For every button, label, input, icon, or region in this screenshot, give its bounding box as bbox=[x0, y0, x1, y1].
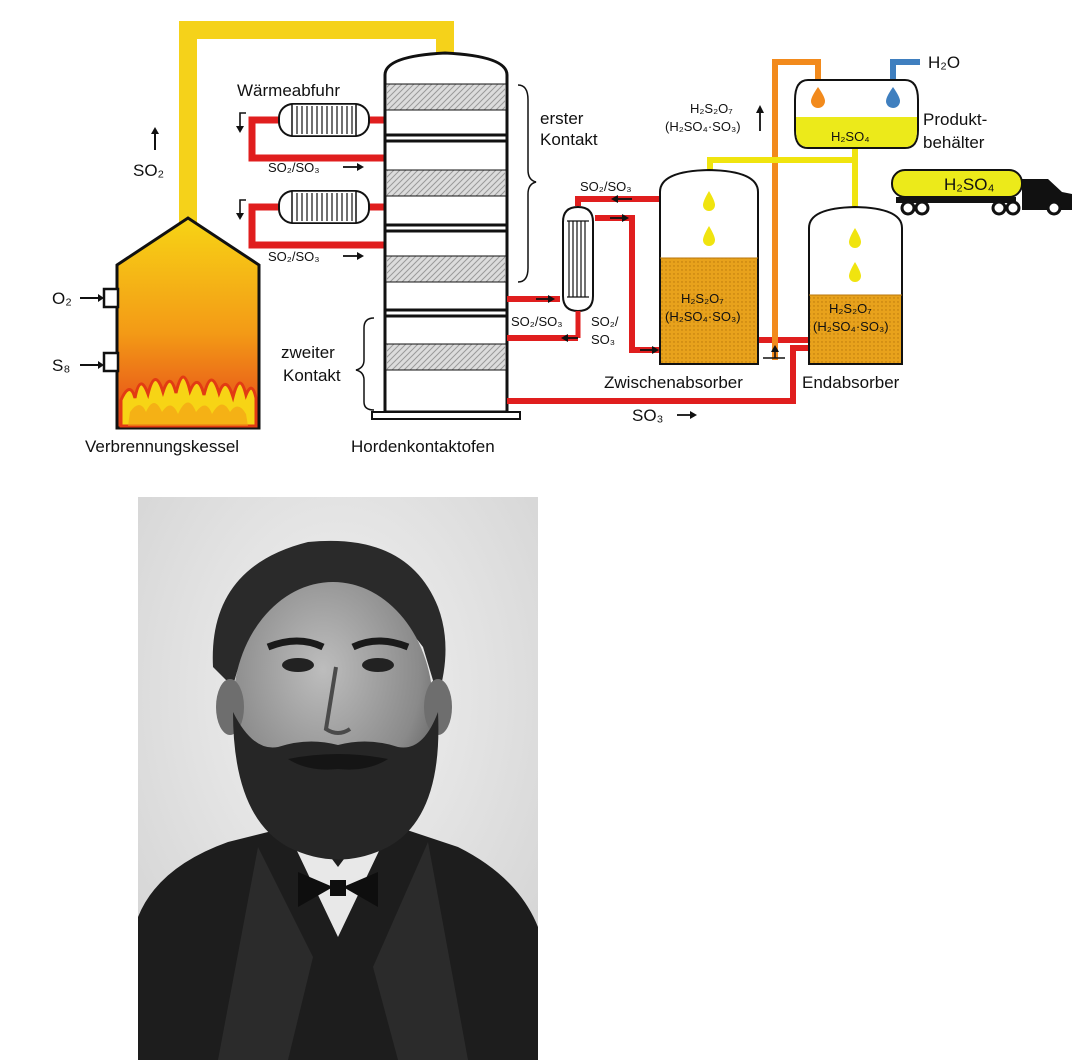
truck-label: H₂SO₄ bbox=[944, 175, 994, 194]
intermediate-absorber bbox=[659, 168, 759, 365]
product-tank-label: Produkt- bbox=[923, 110, 987, 129]
gas-label-lower: SO₂/SO₃ bbox=[268, 249, 320, 264]
so3-label: SO₃ bbox=[632, 406, 664, 425]
heat-exchanger-upper bbox=[248, 103, 385, 162]
water-label: H₂O bbox=[928, 53, 960, 72]
contact-tower bbox=[371, 51, 521, 420]
intermediate-absorber-label: Zwischenabsorber bbox=[604, 373, 743, 392]
oleum-label: H₂S₂O₇ bbox=[681, 291, 724, 306]
gas-label-left: SO₂/SO₃ bbox=[511, 314, 563, 329]
gas-label-top: SO₂/SO₃ bbox=[580, 179, 632, 194]
loop-arrow-icon bbox=[236, 112, 364, 260]
contact-process-diagram: O₂ S₈ SO₂ Verbrennungskessel bbox=[52, 21, 1072, 456]
gas-label-upper: SO₂/SO₃ bbox=[268, 160, 320, 175]
oleum-up-arrow bbox=[756, 105, 764, 131]
oleum-pipe bbox=[772, 59, 821, 360]
so2-label: SO₂ bbox=[133, 161, 164, 180]
o2-inlet-arrow bbox=[80, 294, 104, 302]
boiler bbox=[102, 216, 261, 430]
so2-up-arrow bbox=[151, 127, 159, 150]
oleum-end-label: H₂S₂O₇ bbox=[829, 301, 872, 316]
first-contact-label: erster bbox=[540, 109, 584, 128]
s8-label: S₈ bbox=[52, 356, 70, 375]
oleum-label-2: (H₂SO₄·SO₃) bbox=[665, 309, 741, 324]
heat-removal-label: Wärmeabfuhr bbox=[237, 81, 340, 100]
first-contact-label-2: Kontakt bbox=[540, 130, 598, 149]
end-absorber bbox=[808, 205, 903, 365]
o2-label: O₂ bbox=[52, 289, 72, 308]
so2-pipe bbox=[179, 21, 454, 232]
s8-inlet-arrow bbox=[80, 361, 104, 369]
second-contact-label: zweiter bbox=[281, 343, 335, 362]
tanker-truck-icon bbox=[891, 169, 1072, 216]
tower-label: Hordenkontaktofen bbox=[351, 437, 495, 456]
water-pipe bbox=[890, 59, 920, 82]
heat-exchanger-lower bbox=[248, 190, 385, 249]
portrait-photo bbox=[138, 497, 538, 1060]
boiler-label: Verbrennungskessel bbox=[85, 437, 239, 456]
oleum-product-label: H₂S₂O₇ bbox=[690, 101, 733, 116]
intermediate-exchanger bbox=[560, 205, 594, 341]
second-contact-brace bbox=[355, 317, 375, 411]
gas-label-split: SO₂/ bbox=[591, 314, 619, 329]
oleum-end-label-2: (H₂SO₄·SO₃) bbox=[813, 319, 889, 334]
second-contact-label-2: Kontakt bbox=[283, 366, 341, 385]
end-absorber-label: Endabsorber bbox=[802, 373, 900, 392]
gas-label-split-2: SO₃ bbox=[591, 332, 615, 347]
product-tank bbox=[794, 79, 919, 149]
first-contact-brace bbox=[517, 84, 537, 283]
transfer-arrow-icon bbox=[763, 345, 785, 359]
product-tank-label-2: behälter bbox=[923, 133, 985, 152]
oleum-product-label-2: (H₂SO₄·SO₃) bbox=[665, 119, 741, 134]
flow-arrow-icon bbox=[536, 195, 697, 419]
product-acid-label: H₂SO₄ bbox=[831, 129, 870, 144]
